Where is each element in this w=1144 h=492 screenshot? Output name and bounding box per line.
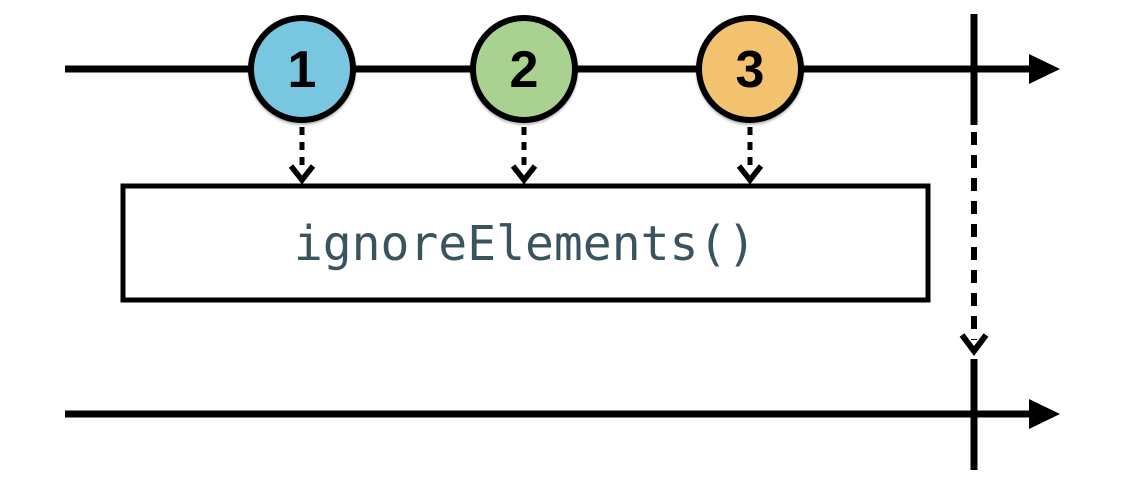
marble-2: 2 bbox=[470, 15, 578, 123]
output-timeline-arrowhead-icon bbox=[1029, 399, 1060, 429]
marble-3-circle bbox=[696, 15, 804, 123]
marble-2-dashed-arrow bbox=[510, 127, 538, 185]
marble-1-circle bbox=[248, 15, 356, 123]
marble-3-dashed-arrow bbox=[736, 127, 764, 185]
source-timeline-arrowhead-icon bbox=[1029, 54, 1060, 84]
operator-label: ignoreElements() bbox=[294, 216, 756, 272]
marble-1-label: 1 bbox=[288, 41, 317, 99]
completion-dashed-arrow bbox=[959, 132, 989, 356]
marble-2-arrowhead-icon bbox=[510, 164, 538, 185]
marble-2-label: 2 bbox=[510, 41, 539, 99]
marble-2-circle bbox=[470, 15, 578, 123]
marble-3-label: 3 bbox=[736, 41, 765, 99]
operator-box: ignoreElements() bbox=[120, 183, 931, 303]
marble-3: 3 bbox=[696, 15, 804, 123]
marble-3-arrowhead-icon bbox=[736, 164, 764, 185]
marble-1-arrowhead-icon bbox=[288, 164, 316, 185]
operator-box-rect bbox=[120, 183, 931, 303]
completion-arrowhead-icon bbox=[959, 333, 989, 356]
marble-1: 1 bbox=[248, 15, 356, 123]
marble-1-dashed-arrow bbox=[288, 127, 316, 185]
output-timeline bbox=[65, 359, 1060, 470]
